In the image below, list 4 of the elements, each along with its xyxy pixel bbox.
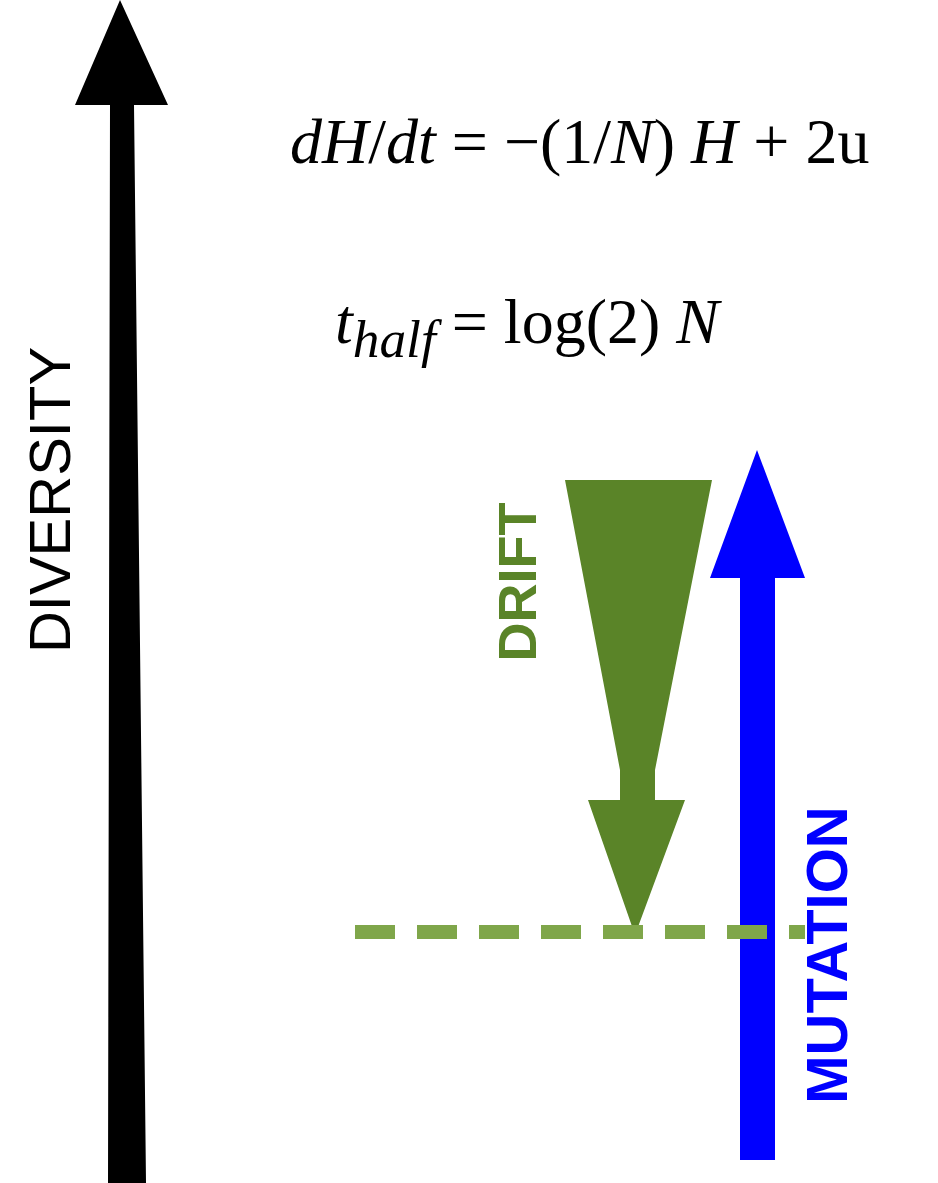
arrow-label: MUTATION bbox=[797, 806, 856, 1104]
axis-label: DIVERSITY bbox=[21, 346, 80, 654]
arrow-label: DRIFT bbox=[490, 502, 544, 662]
equation: dH/dt = −(1/N) H + 2u bbox=[290, 110, 870, 174]
